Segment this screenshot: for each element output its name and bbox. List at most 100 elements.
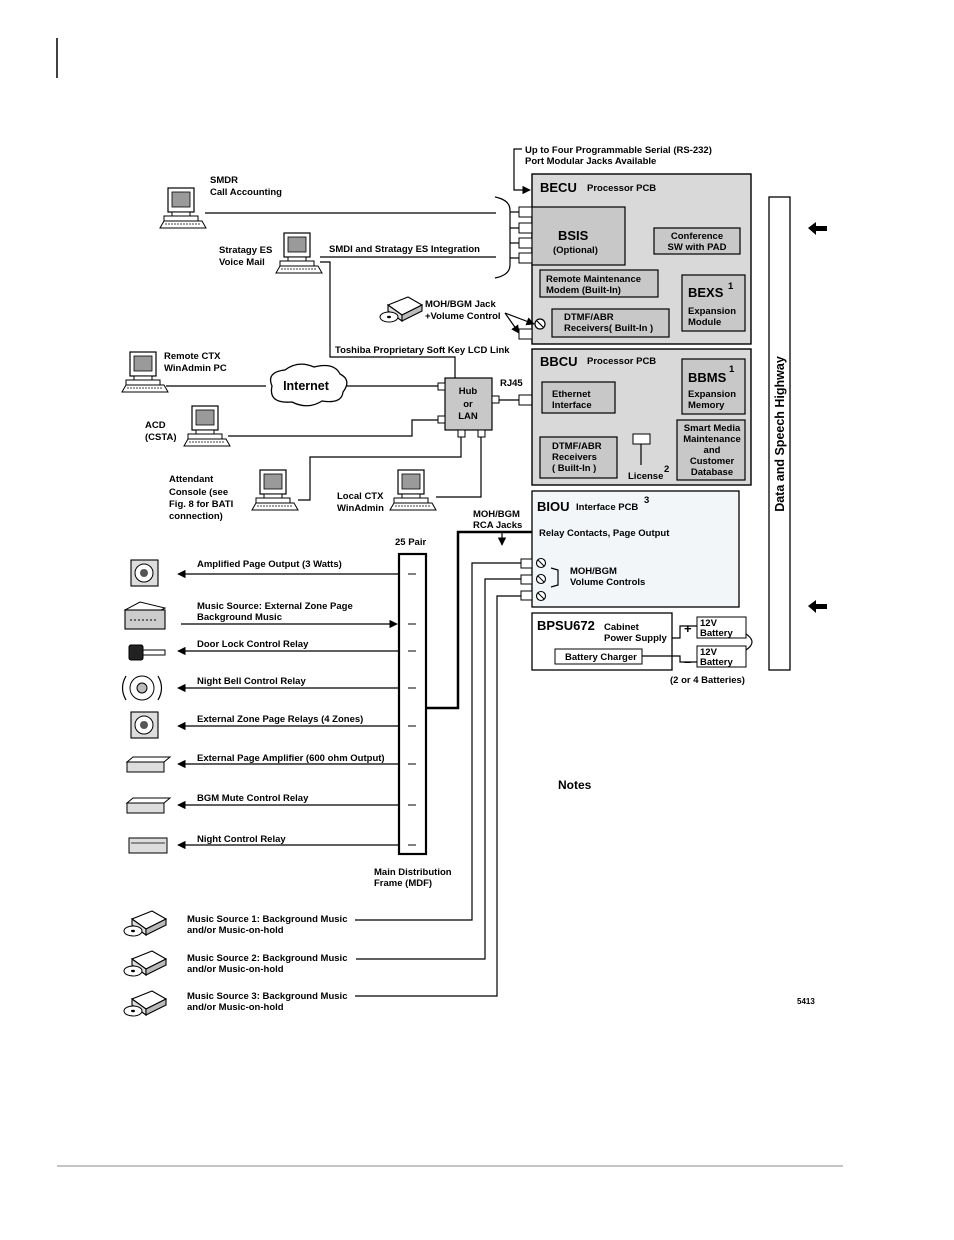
bsis-optional: (Optional) xyxy=(553,245,598,256)
ethernet-module xyxy=(541,381,616,414)
smdr-pc xyxy=(159,187,207,229)
serial-note: Up to Four Programmable Serial (RS-232)P… xyxy=(525,145,712,167)
highway-label: Data and Speech Highway xyxy=(773,356,787,512)
smart-media-module xyxy=(676,419,746,481)
highway-arrow-top xyxy=(808,222,827,235)
remote-ctx-pc xyxy=(121,351,169,393)
output-night-bell: Night Bell Control Relay xyxy=(197,676,306,687)
biou-board xyxy=(531,490,740,608)
page-amplifier-icon xyxy=(125,756,172,773)
moh-jack-player xyxy=(379,296,423,323)
biou-sup: 3 xyxy=(644,495,649,506)
bbms-module xyxy=(681,358,746,415)
music-source-2-icon xyxy=(123,950,167,977)
acd-label: ACD(CSTA) xyxy=(145,420,176,443)
becu-dtmf-module xyxy=(551,308,670,338)
license-sup: 2 xyxy=(664,464,669,475)
moh-jack-label: MOH/BGM Jack+Volume Control xyxy=(425,299,501,322)
soft-key-link-label: Toshiba Proprietary Soft Key LCD Link xyxy=(335,345,510,356)
output-amp-page: Amplified Page Output (3 Watts) xyxy=(197,559,342,570)
notes-heading: Notes xyxy=(558,778,592,792)
hub-box xyxy=(444,377,493,431)
conference-module xyxy=(653,227,741,255)
output-door-lock: Door Lock Control Relay xyxy=(197,639,309,650)
bbms-sup: 1 xyxy=(729,364,735,375)
local-ctx-pc xyxy=(389,469,437,511)
bexs-sup: 1 xyxy=(728,281,734,292)
data-speech-highway xyxy=(768,196,791,671)
battery-2 xyxy=(696,645,747,668)
modem-module xyxy=(539,269,659,298)
bpsu-title: BPSU672 xyxy=(537,618,595,633)
music-source-3-icon xyxy=(123,990,167,1017)
bgm-mute-relay-icon xyxy=(125,797,172,814)
bexs-module xyxy=(681,274,746,332)
smdi-link-label: SMDI and Stratagy ES Integration xyxy=(329,244,480,255)
music-source-1-icon xyxy=(123,910,167,937)
license-chip xyxy=(632,433,651,445)
output-zone-relays: External Zone Page Relays (4 Zones) xyxy=(197,714,363,725)
bexs-label: BEXS xyxy=(688,285,724,300)
highway-arrow-bottom xyxy=(808,600,827,613)
acd-pc xyxy=(183,405,231,447)
figure-id: 5413 xyxy=(797,997,815,1006)
bsis-label: BSIS xyxy=(558,228,589,243)
output-bgm-mute: BGM Mute Control Relay xyxy=(197,793,309,804)
output-page-amp: External Page Amplifier (600 ohm Output) xyxy=(197,753,385,764)
biou-volume-knobs xyxy=(535,557,547,602)
biou-subtitle: Interface PCB xyxy=(576,502,638,513)
becu-subtitle: Processor PCB xyxy=(587,183,656,194)
zone-speaker-icon xyxy=(130,711,159,739)
night-control-relay-icon xyxy=(128,837,168,854)
voicemail-pc xyxy=(275,232,323,274)
biou-relay: Relay Contacts, Page Output xyxy=(539,528,670,539)
batteries-note: (2 or 4 Batteries) xyxy=(670,675,745,686)
bsis-module xyxy=(531,206,626,266)
internet-label: Internet xyxy=(283,379,330,393)
bbcu-subtitle: Processor PCB xyxy=(587,356,656,367)
pair25-label: 25 Pair xyxy=(395,537,426,548)
battery-charger-label: Battery Charger xyxy=(565,652,637,663)
attendant-console-pc xyxy=(251,469,299,511)
bbcu-title: BBCU xyxy=(540,354,578,369)
bbms-label: BBMS xyxy=(688,370,727,385)
rj45-label: RJ45 xyxy=(500,378,523,389)
internet-cloud xyxy=(269,363,348,407)
bbcu-dtmf-module xyxy=(539,436,618,479)
door-lock-icon xyxy=(128,644,166,661)
plus-sign: + xyxy=(684,621,692,636)
license-label: License xyxy=(628,471,663,482)
becu-title: BECU xyxy=(540,180,577,195)
music-source-device-icon xyxy=(123,601,167,630)
biou-title: BIOU xyxy=(537,499,570,514)
output-night-control: Night Control Relay xyxy=(197,834,286,845)
battery-1 xyxy=(696,616,747,639)
mdf-frame xyxy=(397,552,428,856)
night-bell-icon xyxy=(121,675,163,701)
